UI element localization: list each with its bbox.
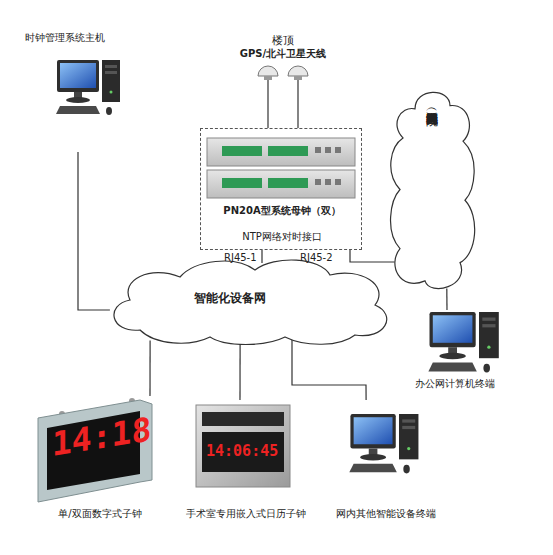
antenna-dome [258,66,278,76]
node-label: 办公网计算机终端 [395,378,515,390]
cloud-shape [114,260,387,345]
clock-frame [196,405,290,487]
antenna-dome [288,66,308,76]
button [315,179,321,185]
port-label: RJ45-1 [224,252,257,263]
button [325,147,331,153]
antenna-base [264,76,272,80]
connector-line [350,250,395,262]
device-node: 办公网计算机终端 [395,310,515,395]
device-node: 网内其他智能设备终端 [318,400,453,530]
display-digits: 14:06:45 [206,443,278,460]
network-cloud: 医院计算机局域网内网（办公网） [385,82,480,297]
antenna-cable [267,80,268,94]
node-label: 时钟管理系统主机 [10,32,120,44]
connector-line [149,341,150,397]
node-label: 医院计算机局域网内网（办公网） [425,104,437,287]
time-display [202,432,284,472]
port-label: RJ45-2 [300,252,333,263]
dashed-group: PN20A型系统母钟（双） NTP网络对时接口 [200,128,362,250]
connector-line [446,288,447,310]
connector-line [261,250,262,263]
rack-unit [207,170,355,198]
device-node: 楼顶GPS/北斗卫星天线 [228,34,338,94]
connector-line [292,339,366,400]
connector-line [78,152,110,310]
cloud-outline [385,82,480,297]
button [335,147,341,153]
connector-line [267,94,268,128]
computer-icon [349,414,418,473]
computer-icon [56,60,120,115]
date-display [202,412,284,426]
rack-unit [207,138,355,166]
green-display [268,178,308,188]
cloud-shape [391,92,475,288]
antenna-cable [297,80,298,128]
green-display [222,178,262,188]
computer-icon [428,312,498,373]
connector-line [239,342,240,400]
node-label: 单/双面数字式子钟 [30,508,170,520]
node-label: 楼顶 [228,34,338,47]
network-cloud: 智能化设备网 [100,255,400,345]
button [315,147,321,153]
device-node: 时钟管理系统主机 [10,32,120,152]
button [335,179,341,185]
node-label: GPS/北斗卫星天线 [228,48,338,60]
node-label: 网内其他智能设备终端 [318,508,453,520]
green-display [268,146,308,156]
antenna-base [294,76,302,80]
node-label: 手术室专用嵌入式日历子钟 [183,508,308,520]
green-display [222,146,262,156]
node-label: PN20A型系统母钟（双） [201,205,363,217]
node-label: 智能化设备网 [170,291,290,305]
device-node: 手术室专用嵌入式日历子钟 [183,400,308,530]
clock-body [38,400,152,502]
node-label: NTP网络对时接口 [201,231,363,243]
button [325,179,331,185]
